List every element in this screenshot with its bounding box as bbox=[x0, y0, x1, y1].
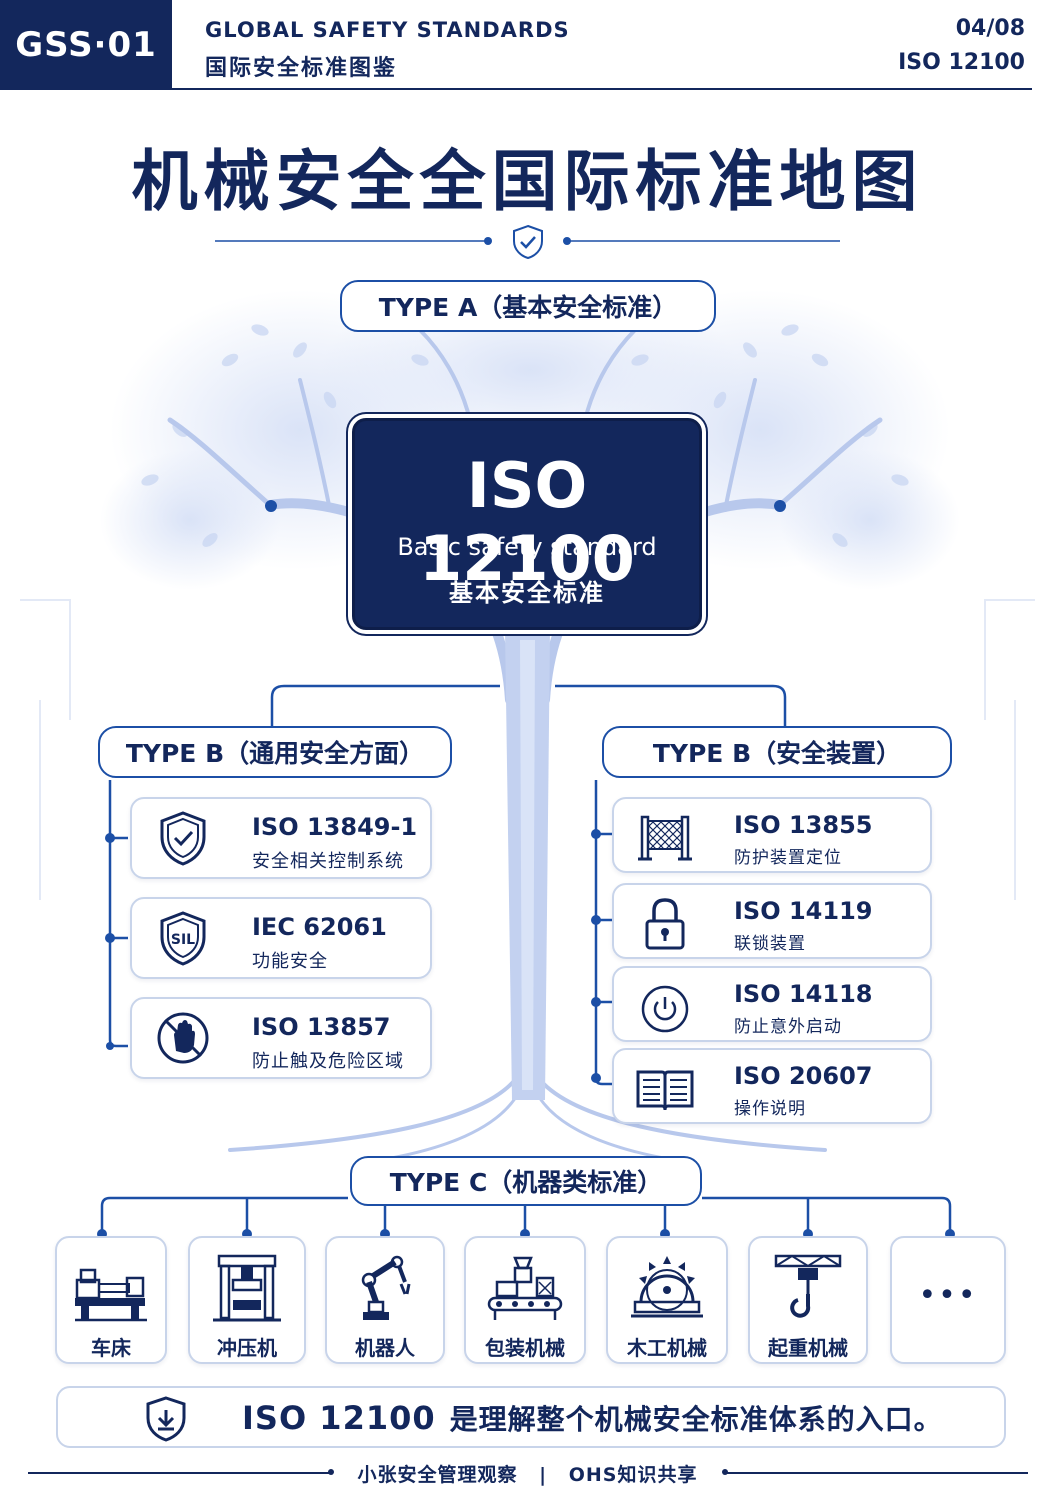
footer-separator: | bbox=[539, 1464, 548, 1486]
machine-card-lathe: 车床 bbox=[55, 1236, 167, 1364]
core-standard-desc-zh: 基本安全标准 bbox=[449, 579, 605, 607]
no-hand-icon bbox=[157, 1012, 209, 1064]
standard-code: ISO 13857 bbox=[252, 1013, 391, 1041]
machine-label: 包装机械 bbox=[485, 1336, 565, 1360]
standard-desc: 防止触及危险区域 bbox=[252, 1051, 404, 1072]
page-title: 机械安全全国际标准地图 bbox=[131, 143, 924, 220]
machine-label: 起重机械 bbox=[768, 1336, 848, 1360]
standard-code: ISO 14119 bbox=[734, 897, 873, 925]
iso-12100-core-box: ISO 12100 Basic safety standard 基本安全标准 bbox=[352, 418, 702, 630]
power-icon bbox=[641, 985, 689, 1033]
standard-code: ISO 13849-1 bbox=[252, 813, 418, 841]
sil-text: SIL bbox=[171, 932, 195, 948]
standard-card-iso-14118: ISO 14118 防止意外启动 bbox=[612, 966, 932, 1042]
standard-code: ISO 14118 bbox=[734, 980, 873, 1008]
type-b-general-label: TYPE B（通用安全方面） bbox=[98, 726, 452, 778]
standard-desc: 防止意外启动 bbox=[734, 1017, 842, 1037]
shield-arrow-icon bbox=[146, 1396, 186, 1442]
footer-line-right bbox=[726, 1472, 1028, 1474]
machine-card-robot: 机器人 bbox=[325, 1236, 445, 1364]
type-b-devices-label: TYPE B（安全装置） bbox=[602, 726, 952, 778]
footer-dot bbox=[722, 1469, 728, 1475]
standard-desc: 操作说明 bbox=[734, 1099, 806, 1119]
header-standard: ISO 12100 bbox=[898, 50, 1025, 75]
standard-desc: 安全相关控制系统 bbox=[252, 851, 404, 872]
padlock-icon bbox=[645, 898, 685, 950]
standard-card-iso-13855: ISO 13855 防护装置定位 bbox=[612, 797, 932, 873]
packaging-machine-icon bbox=[487, 1256, 563, 1320]
standard-card-iso-13857: ISO 13857 防止触及危险区域 bbox=[130, 997, 432, 1079]
banner-message: 是理解整个机械安全标准体系的入口。 bbox=[449, 1403, 943, 1436]
core-standard-code: ISO 12100 bbox=[419, 449, 635, 595]
shield-check-icon bbox=[513, 224, 543, 260]
machine-label: 车床 bbox=[91, 1336, 131, 1360]
saw-blade-icon bbox=[631, 1256, 703, 1318]
footer-author: 小张安全管理观察 bbox=[357, 1464, 518, 1486]
machine-card-more: ••• bbox=[890, 1236, 1006, 1364]
footer: 小张安全管理观察 | OHS知识共享 bbox=[0, 1460, 1055, 1487]
standard-card-iso-20607: ISO 20607 操作说明 bbox=[612, 1048, 932, 1124]
header-title-en: GLOBAL SAFETY STANDARDS bbox=[205, 18, 570, 42]
footer-dot bbox=[328, 1469, 334, 1475]
standard-desc: 功能安全 bbox=[252, 951, 328, 972]
machine-card-woodworking: 木工机械 bbox=[606, 1236, 728, 1364]
header-divider bbox=[172, 88, 1032, 90]
standard-code: ISO 20607 bbox=[734, 1062, 873, 1090]
more-icon: ••• bbox=[918, 1278, 978, 1313]
press-icon bbox=[213, 1254, 281, 1322]
summary-banner: ISO 12100 是理解整个机械安全标准体系的入口。 bbox=[56, 1386, 1006, 1448]
machine-label: 机器人 bbox=[355, 1336, 415, 1360]
machine-label: 冲压机 bbox=[217, 1336, 277, 1360]
header-title-zh: 国际安全标准图鉴 bbox=[205, 56, 398, 81]
banner-code: ISO 12100 bbox=[242, 1399, 436, 1437]
guard-fence-icon bbox=[638, 815, 692, 861]
core-standard-desc-en: Basic safety standard bbox=[397, 533, 657, 561]
machine-card-packaging: 包装机械 bbox=[464, 1236, 586, 1364]
standard-card-iso-14119: ISO 14119 联锁装置 bbox=[612, 883, 932, 959]
machine-card-press: 冲压机 bbox=[188, 1236, 306, 1364]
standard-code: IEC 62061 bbox=[252, 913, 387, 941]
lathe-icon bbox=[75, 1268, 147, 1322]
machine-label: 木工机械 bbox=[627, 1336, 707, 1360]
page-indicator: 04/08 bbox=[955, 16, 1025, 41]
standard-card-iso-13849-1: ISO 13849-1 安全相关控制系统 bbox=[130, 797, 432, 879]
standard-code: ISO 13855 bbox=[734, 811, 873, 839]
type-a-label: TYPE A（基本安全标准） bbox=[340, 280, 716, 332]
robot-arm-icon bbox=[361, 1255, 411, 1320]
shield-check-icon bbox=[160, 811, 206, 866]
footer-source: OHS知识共享 bbox=[568, 1464, 698, 1486]
machine-card-crane: 起重机械 bbox=[748, 1236, 868, 1364]
series-badge: GSS·01 bbox=[0, 0, 172, 90]
crane-hook-icon bbox=[774, 1254, 842, 1318]
footer-line-left bbox=[28, 1472, 330, 1474]
standard-desc: 防护装置定位 bbox=[734, 848, 842, 868]
type-c-label: TYPE C（机器类标准） bbox=[350, 1156, 702, 1206]
sil-shield-icon: SIL bbox=[160, 911, 206, 966]
standard-desc: 联锁装置 bbox=[734, 934, 806, 954]
banner-text: ISO 12100 是理解整个机械安全标准体系的入口。 bbox=[242, 1398, 943, 1438]
open-book-icon bbox=[636, 1070, 694, 1111]
standard-card-iec-62061: SIL IEC 62061 功能安全 bbox=[130, 897, 432, 979]
